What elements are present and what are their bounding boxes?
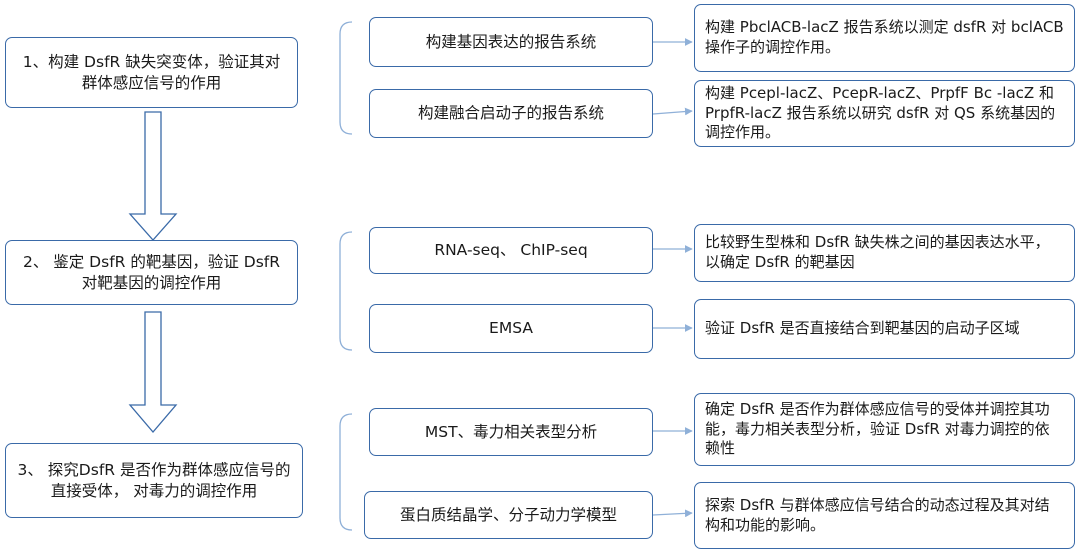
method-box-6: 蛋白质结晶学、分子动力学模型 (364, 491, 653, 539)
method-label: EMSA (489, 319, 533, 338)
result-box-1: 构建 PbclACB-lacZ 报告系统以测定 dsfR 对 bclACB 操作… (694, 4, 1075, 72)
method-label: 蛋白质结晶学、分子动力学模型 (399, 505, 617, 524)
bracket-3 (339, 413, 353, 531)
step-box-2: 2、 鉴定 DsfR 的靶基因，验证 DsfR 对靶基因的调控作用 (5, 240, 298, 305)
method-box-5: MST、毒力相关表型分析 (369, 408, 653, 456)
step-label-3: 3、 探究DsfR 是否作为群体感应信号的直接受体， 对毒力的调控作用 (17, 461, 291, 500)
result-text: 构建 PbclACB-lacZ 报告系统以测定 dsfR 对 bclACB 操作… (705, 18, 1064, 56)
method-label: 构建融合启动子的报告系统 (417, 104, 604, 123)
result-text: 验证 DsfR 是否直接结合到靶基因的启动子区域 (705, 319, 1020, 338)
method-label: 构建基因表达的报告系统 (425, 32, 597, 51)
method-box-2: 构建融合启动子的报告系统 (369, 89, 653, 138)
result-box-3: 比较野生型株和 DsfR 缺失株之间的基因表达水平，以确定 DsfR 的靶基因 (694, 224, 1075, 282)
method-label: MST、毒力相关表型分析 (424, 422, 598, 441)
bracket-2 (339, 231, 353, 351)
step-box-3: 3、 探究DsfR 是否作为群体感应信号的直接受体， 对毒力的调控作用 (5, 443, 303, 518)
result-box-2: 构建 Pcepl-lacZ、PcepR-lacZ、PrpfF Bc -lacZ … (694, 80, 1075, 147)
method-box-4: EMSA (369, 304, 653, 353)
method-box-3: RNA-seq、 ChIP-seq (369, 227, 653, 274)
result-box-6: 探索 DsfR 与群体感应信号结合的动态过程及其对结构和功能的影响。 (694, 482, 1075, 549)
method-label: RNA-seq、 ChIP-seq (434, 241, 588, 260)
step-box-1: 1、构建 DsfR 缺失突变体，验证其对群体感应信号的作用 (5, 37, 298, 108)
down-arrow-2 (128, 311, 178, 434)
arrow-m6 (652, 509, 693, 518)
result-box-4: 验证 DsfR 是否直接结合到靶基因的启动子区域 (694, 299, 1075, 359)
step-label-1: 1、构建 DsfR 缺失突变体，验证其对群体感应信号的作用 (22, 53, 281, 92)
result-box-5: 确定 DsfR 是否作为群体感应信号的受体并调控其功能，毒力相关表型分析，验证 … (694, 393, 1075, 466)
method-box-1: 构建基因表达的报告系统 (369, 17, 653, 67)
step-label-2: 2、 鉴定 DsfR 的靶基因，验证 DsfR 对靶基因的调控作用 (22, 253, 281, 292)
result-text: 比较野生型株和 DsfR 缺失株之间的基因表达水平，以确定 DsfR 的靶基因 (705, 233, 1050, 271)
result-text: 构建 Pcepl-lacZ、PcepR-lacZ、PrpfF Bc -lacZ … (705, 83, 1056, 142)
result-text: 探索 DsfR 与群体感应信号结合的动态过程及其对结构和功能的影响。 (705, 495, 1050, 534)
down-arrow-1 (128, 111, 178, 241)
result-text: 确定 DsfR 是否作为群体感应信号的受体并调控其功能，毒力相关表型分析，验证 … (705, 399, 1050, 458)
bracket-1 (339, 21, 353, 135)
arrow-m2 (652, 107, 693, 116)
